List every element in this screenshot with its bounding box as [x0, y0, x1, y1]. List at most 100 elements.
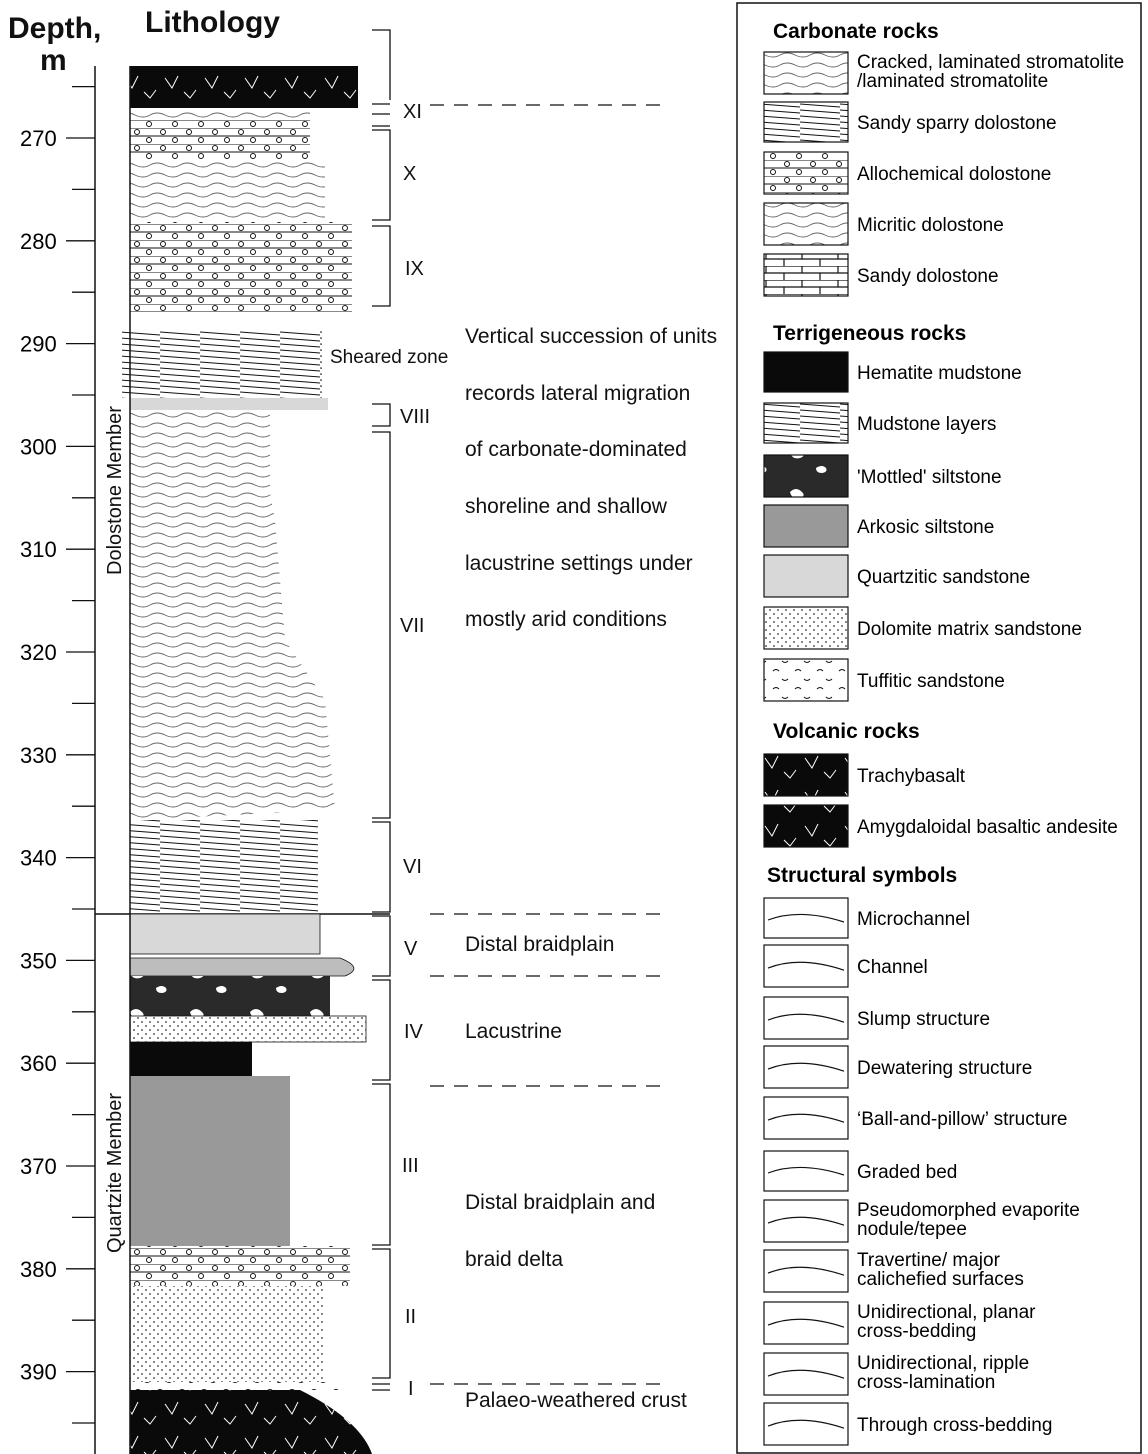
depth-tick-label: 350 — [20, 948, 57, 973]
legend-swatch-structural — [764, 1151, 848, 1191]
legend-label-structural: Through cross-bedding — [857, 1415, 1052, 1436]
layer-allochemical-ix — [130, 222, 352, 312]
interp-braid-delta-2: braid delta — [465, 1248, 563, 1271]
interp-line-4: shoreline and shallow — [465, 495, 668, 518]
depth-tick-label: 380 — [20, 1257, 57, 1282]
unit-brackets — [372, 30, 390, 1390]
layer-sheared-zone — [122, 330, 322, 398]
layer-dolomite-sandstone — [130, 1016, 366, 1042]
legend-swatch-volcanic — [764, 754, 848, 796]
legend-swatch-carbonate — [764, 254, 848, 296]
depth-tick-label: 270 — [20, 126, 57, 151]
legend-swatch-terrigenous — [764, 403, 848, 443]
legend-label-carbonate: Sandy dolostone — [857, 266, 999, 287]
interp-line-1: Vertical succession of units — [465, 325, 717, 348]
legend-label-carbonate: /laminated stromatolite — [857, 71, 1048, 92]
legend-label-carbonate: Micritic dolostone — [857, 215, 1004, 236]
depth-tick-label: 360 — [20, 1051, 57, 1076]
depth-tick-label: 280 — [20, 229, 57, 254]
legend-label-carbonate: Allochemical dolostone — [857, 164, 1051, 185]
depth-tick-label: 310 — [20, 537, 57, 562]
layer-sandy-sparry-vi — [130, 820, 318, 912]
legend-label-structural: Travertine/ major — [857, 1250, 1001, 1271]
layer-quartzitic-viii — [130, 398, 328, 410]
legend-swatch-terrigenous — [764, 555, 848, 597]
legend-label-structural: cross-bedding — [857, 1321, 976, 1342]
legend-label-structural: Dewatering structure — [857, 1058, 1032, 1079]
legend-swatch-structural — [764, 1403, 848, 1445]
legend-swatch-structural — [764, 1353, 848, 1395]
legend-swatch-terrigenous — [764, 659, 848, 701]
depth-tick-label: 370 — [20, 1154, 57, 1179]
member-label-quartzite: Quartzite Member — [104, 1093, 126, 1253]
legend-swatch-volcanic — [764, 805, 848, 847]
layer-allochemical-ii — [130, 1246, 350, 1286]
interp-lacustrine: Lacustrine — [465, 1020, 562, 1043]
legend-swatch-carbonate — [764, 102, 848, 142]
interp-palaeo-crust: Palaeo-weathered crust — [465, 1389, 687, 1412]
legend-label-volcanic: Amygdaloidal basaltic andesite — [857, 817, 1118, 838]
interp-line-3: of carbonate-dominated — [465, 438, 687, 461]
legend-heading-structural: Structural symbols — [767, 864, 957, 887]
legend-swatch-terrigenous — [764, 505, 848, 547]
legend-label-structural: Unidirectional, ripple — [857, 1353, 1029, 1374]
depth-tick-label: 390 — [20, 1360, 57, 1385]
layer-dolomite-sandstone-ii — [130, 1286, 325, 1382]
layer-trachybasalt-bottom — [130, 1390, 372, 1454]
member-label-dolostone: Dolostone Member — [104, 406, 126, 575]
legend-label-structural: ‘Ball-and-pillow’ structure — [857, 1109, 1067, 1130]
legend-swatch-structural — [764, 1200, 848, 1242]
unit-label-vi: VI — [403, 856, 422, 878]
legend-label-structural: Slump structure — [857, 1009, 990, 1030]
legend-swatch-structural — [764, 898, 848, 938]
legend-label-structural: Graded bed — [857, 1162, 957, 1183]
legend-heading-volcanic: Volcanic rocks — [773, 720, 920, 743]
layer-trachybasalt-top — [130, 66, 358, 108]
unit-label-xi: XI — [403, 101, 422, 123]
legend-label-structural: nodule/tepee — [857, 1219, 967, 1240]
legend-swatch-carbonate — [764, 152, 848, 194]
depth-axis-title: Depth, — [8, 12, 101, 45]
lithology-column — [122, 66, 372, 1454]
legend-swatch-terrigenous — [764, 352, 848, 392]
unit-label-v: V — [404, 938, 418, 960]
legend-label-terrigenous: 'Mottled' siltstone — [857, 467, 1002, 488]
layer-micritic-vii — [130, 410, 335, 820]
layer-mottled-siltstone — [130, 976, 330, 1016]
legend-label-structural: calichefied surfaces — [857, 1269, 1024, 1290]
unit-label-ix: IX — [405, 258, 424, 280]
legend-swatch-structural — [764, 945, 848, 987]
legend-label-structural: Unidirectional, planar — [857, 1302, 1036, 1323]
legend-label-terrigenous: Hematite mudstone — [857, 363, 1022, 384]
depth-axis-unit: m — [40, 44, 67, 77]
unit-label-iii: III — [402, 1155, 419, 1177]
legend-label-structural: Channel — [857, 957, 928, 978]
sheared-zone-label: Sheared zone — [330, 347, 448, 368]
legend-label-carbonate: Sandy sparry dolostone — [857, 113, 1057, 134]
interp-line-6: mostly arid conditions — [465, 608, 667, 631]
legend-label-terrigenous: Mudstone layers — [857, 414, 996, 435]
unit-label-vii: VII — [400, 615, 424, 637]
legend-swatch-structural — [764, 997, 848, 1039]
legend-heading-carbonate: Carbonate rocks — [773, 20, 939, 43]
layer-stromatolite-xi — [130, 108, 310, 120]
legend-swatch-carbonate — [764, 52, 848, 94]
interp-distal-braidplain: Distal braidplain — [465, 933, 614, 956]
depth-tick-label: 320 — [20, 640, 57, 665]
layer-tuffitic-i — [130, 1382, 340, 1390]
depth-tick-label: 340 — [20, 846, 57, 871]
legend-swatch-terrigenous — [764, 455, 848, 497]
legend-swatch-structural — [764, 1046, 848, 1088]
unit-label-ii: II — [405, 1306, 416, 1328]
unit-label-viii: VIII — [400, 406, 430, 428]
legend-swatch-structural — [764, 1250, 848, 1292]
legend-label-volcanic: Trachybasalt — [857, 766, 966, 787]
legend-label-terrigenous: Tuffitic sandstone — [857, 671, 1005, 692]
unit-label-iv: IV — [404, 1021, 424, 1043]
layer-allochemical-x — [130, 120, 310, 160]
legend-label-structural: cross-lamination — [857, 1372, 995, 1393]
legend-label-carbonate: Cracked, laminated stromatolite — [857, 52, 1124, 73]
